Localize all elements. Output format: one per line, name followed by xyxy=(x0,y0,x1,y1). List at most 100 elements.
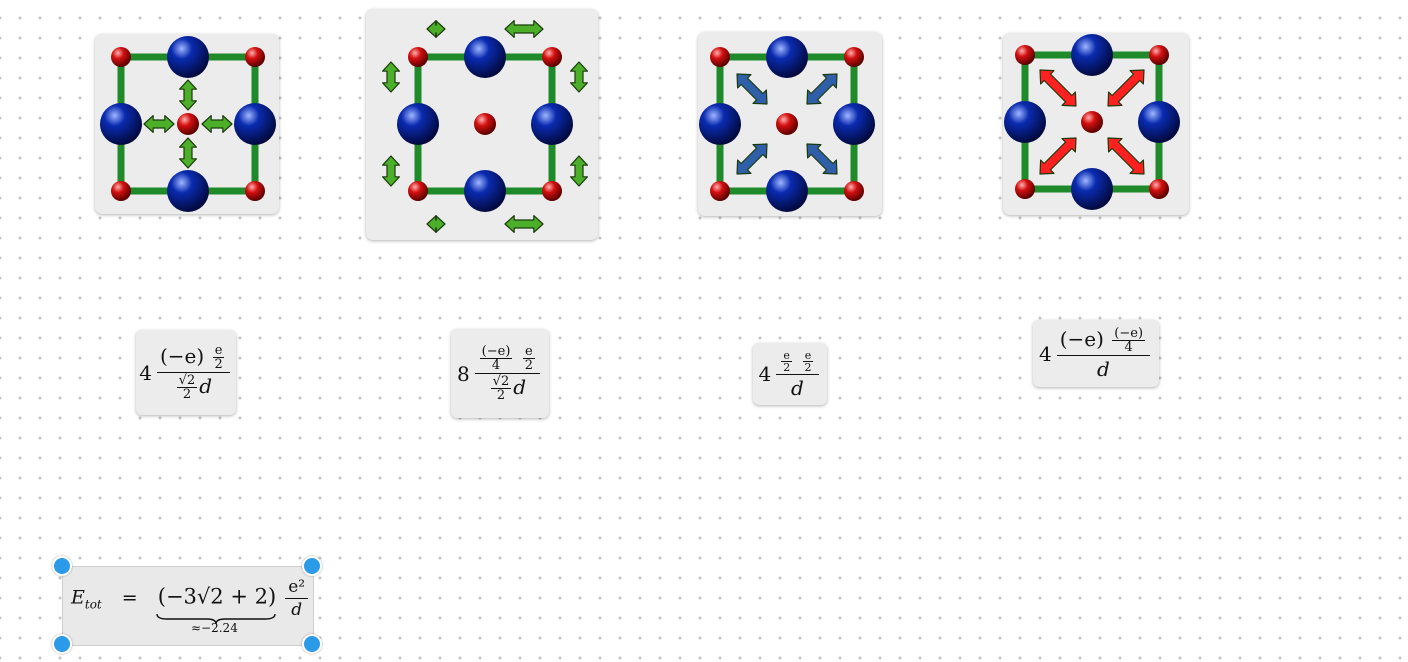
ion-configuration-4-diagram xyxy=(1004,34,1180,210)
formula-card-3[interactable]: 4 e 2 e 2 d xyxy=(753,343,827,405)
corner-ion-3 xyxy=(111,181,131,201)
arrow-left xyxy=(143,114,175,134)
arrow-diag-nw xyxy=(1039,69,1077,107)
formula-1-distance: d xyxy=(199,374,213,398)
large-ion-4 xyxy=(833,103,875,145)
formula-3-a-num: e xyxy=(781,349,792,362)
large-ion-1 xyxy=(1071,34,1113,76)
large-ion-2 xyxy=(167,170,209,212)
resize-handle-top-left[interactable] xyxy=(52,556,72,576)
formula-4-quarter-den: 4 xyxy=(1124,339,1133,355)
large-ion-1 xyxy=(464,36,506,78)
energy-subscript: tot xyxy=(84,597,102,612)
formula-1-half-charge: e 2 xyxy=(212,343,225,372)
arrow-bottom-2 xyxy=(504,215,544,233)
arrow-diag-ne xyxy=(1107,69,1145,107)
arrow-bottom-1 xyxy=(426,215,446,233)
arrow-diag-se xyxy=(806,143,838,175)
formula-2-root-den: 2 xyxy=(496,388,506,403)
diagram-card-1[interactable] xyxy=(95,34,279,214)
equals-sign: = xyxy=(121,586,138,609)
corner-ion-4 xyxy=(844,181,864,201)
resize-handle-bottom-right[interactable] xyxy=(302,634,322,654)
resize-handle-top-right[interactable] xyxy=(302,556,322,576)
diagram-card-3[interactable] xyxy=(698,32,882,216)
formula-2-root-num: √2 xyxy=(490,374,512,389)
corner-ion-4 xyxy=(245,181,265,201)
arrow-right-2 xyxy=(570,155,588,187)
arrow-down xyxy=(178,137,198,169)
formula-card-2[interactable]: 8 (−e) 4 e 2 √2 2 d xyxy=(451,329,549,418)
large-ion-3 xyxy=(100,103,142,145)
arrow-left-1 xyxy=(382,61,401,93)
corner-ion-1 xyxy=(111,47,131,67)
diagram-card-4[interactable] xyxy=(1003,33,1189,215)
corner-ion-2 xyxy=(542,47,562,67)
formula-3-half-charge-b: e 2 xyxy=(802,349,814,374)
formula-3-b-num: e xyxy=(802,349,814,362)
center-ion xyxy=(776,113,798,135)
formula-3-a-den: 2 xyxy=(783,361,791,374)
formula-3-half-charge-a: e 2 xyxy=(781,350,792,373)
corner-ion-2 xyxy=(245,47,265,67)
formula-2-fraction: (−e) 4 e 2 √2 2 d xyxy=(474,344,541,403)
total-energy-formula[interactable]: Etot = (−3√2 + 2) e² d ≈−2.24 xyxy=(62,566,314,646)
arrow-diag-sw xyxy=(1039,137,1077,175)
resize-handle-bottom-left[interactable] xyxy=(52,634,72,654)
formula-4-charge: (−e) xyxy=(1059,326,1104,351)
corner-ion-1 xyxy=(408,47,428,67)
large-ion-1 xyxy=(766,36,808,78)
formula-4-fraction: (−e) (−e) 4 d xyxy=(1056,326,1151,381)
center-ion xyxy=(177,113,199,135)
formula-card-4[interactable]: 4 (−e) (−e) 4 d xyxy=(1033,320,1159,387)
total-distance: d xyxy=(291,600,303,620)
formula-2-half-num: e xyxy=(523,344,535,359)
large-ion-2 xyxy=(1071,168,1113,210)
total-energy-expression: Etot = (−3√2 + 2) e² d xyxy=(71,577,311,620)
large-ion-3 xyxy=(1004,101,1046,143)
ion-configuration-2-diagram xyxy=(382,20,588,233)
corner-ion-2 xyxy=(1149,45,1169,65)
formula-1-charge: (−e) xyxy=(159,344,205,368)
large-ion-3 xyxy=(699,103,741,145)
formula-card-1[interactable]: 4 (−e) e 2 √2 2 d xyxy=(136,330,236,415)
formula-3-coefficient: 4 xyxy=(758,362,772,386)
large-ion-2 xyxy=(464,170,506,212)
large-ion-2 xyxy=(766,170,808,212)
formula-1-root-frac: √2 2 xyxy=(176,373,198,401)
formula-1-coefficient: 4 xyxy=(139,360,152,385)
formula-2-distance: d xyxy=(513,375,527,399)
arrow-diag-sw xyxy=(736,143,768,175)
underbrace xyxy=(156,613,276,625)
large-ion-1 xyxy=(167,36,209,78)
arrow-diag-se xyxy=(1107,137,1145,175)
formula-3-b-den: 2 xyxy=(804,361,812,374)
arrow-diag-nw xyxy=(736,73,768,105)
center-ion xyxy=(1081,111,1103,133)
approximation-label: ≈−2.24 xyxy=(191,621,238,635)
large-ion-4 xyxy=(1138,101,1180,143)
large-ion-3 xyxy=(397,103,439,145)
formula-2-half-charge: e 2 xyxy=(523,345,535,372)
e-squared-over-d: e² d xyxy=(285,577,309,620)
arrow-right xyxy=(201,114,233,134)
arrow-up xyxy=(178,79,198,111)
formula-2-half-den: 2 xyxy=(524,358,534,373)
corner-ion-2 xyxy=(844,47,864,67)
e-squared: e² xyxy=(285,577,309,599)
diagram-card-2[interactable] xyxy=(366,9,598,240)
corner-ion-1 xyxy=(1015,45,1035,65)
formula-2-quarter-num: (−e) xyxy=(479,344,513,359)
formula-2-quarter-charge: (−e) 4 xyxy=(479,344,513,372)
formula-1-half-num: e xyxy=(212,343,225,358)
corner-ion-3 xyxy=(1015,179,1035,199)
formula-1-half-den: 2 xyxy=(214,357,223,372)
energy-symbol: E xyxy=(71,586,85,609)
large-ion-4 xyxy=(531,103,573,145)
formula-2-coefficient: 8 xyxy=(456,361,470,386)
arrow-top-2 xyxy=(504,20,544,38)
arrow-top-1 xyxy=(426,20,446,38)
formula-1-root-num: √2 xyxy=(176,373,198,388)
corner-ion-4 xyxy=(542,181,562,201)
formula-3-fraction: e 2 e 2 d xyxy=(776,348,819,400)
